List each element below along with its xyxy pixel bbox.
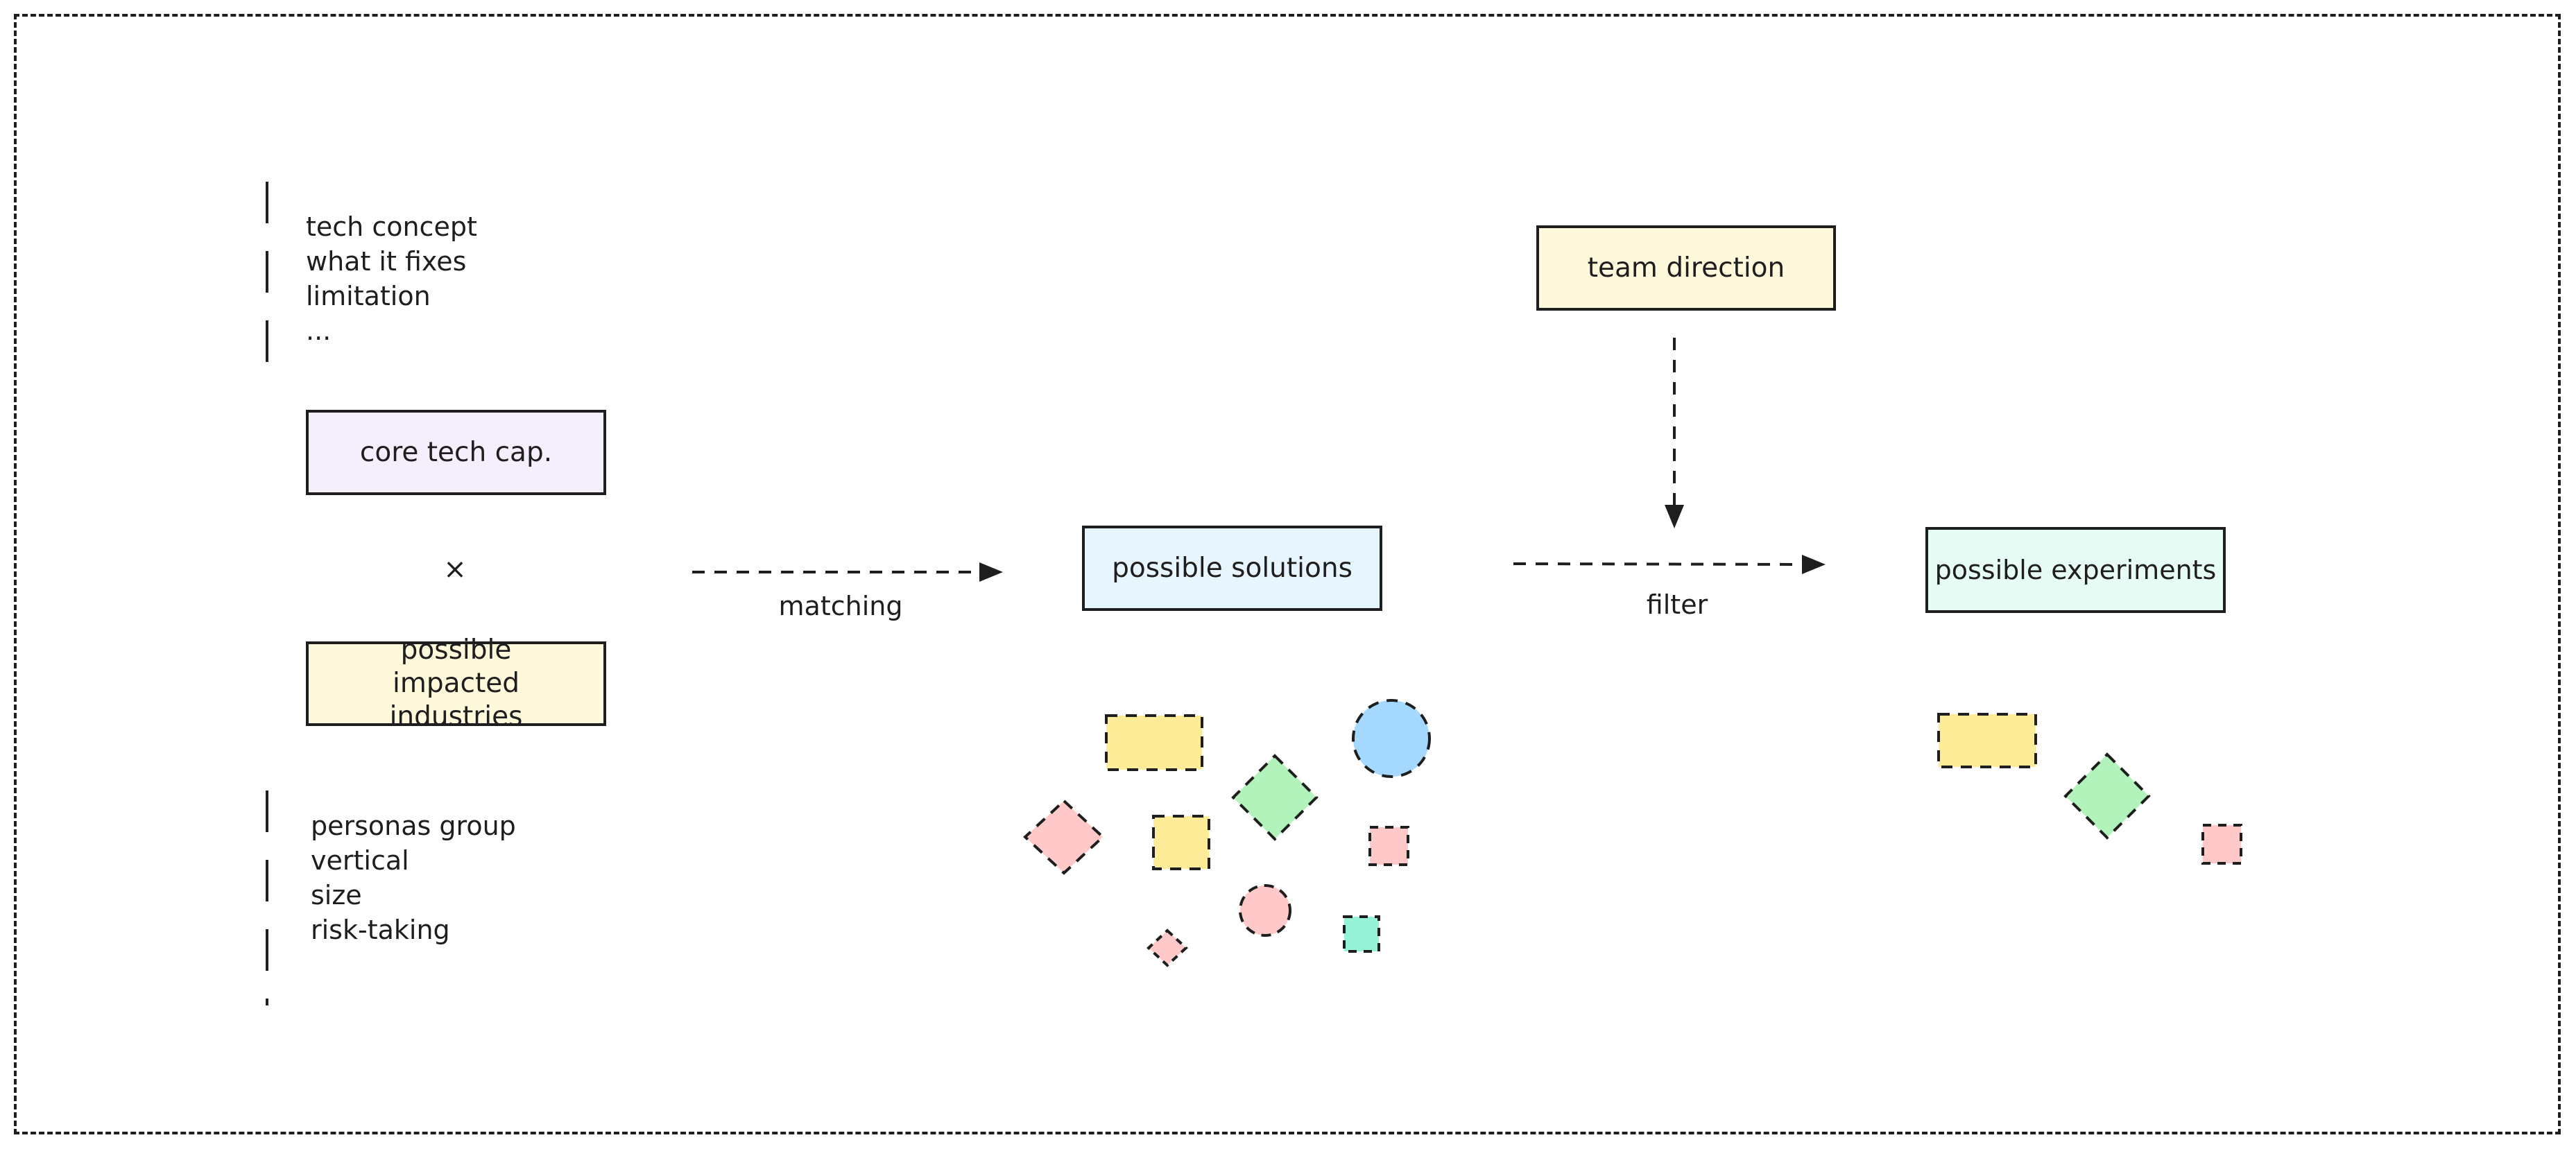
filter-label: filter: [1646, 589, 1708, 620]
solution-shape-pink-circle: [1239, 884, 1291, 937]
solution-shape-green-diamond: [1231, 754, 1319, 841]
impacted-industries-label: possible impacted industries: [389, 634, 523, 732]
solution-shape-pink-square: [1368, 826, 1409, 866]
solution-shape-pink-small-diamond: [1147, 928, 1188, 967]
possible-experiments-box[interactable]: possible experiments: [1925, 527, 2226, 613]
note-line: ...: [306, 316, 332, 346]
notes-bottom: personas group vertical size risk-taking: [311, 809, 516, 947]
note-line: tech concept: [306, 211, 477, 242]
solution-shape-pink-diamond: [1023, 799, 1105, 875]
note-line: what it fixes: [306, 246, 467, 277]
note-line: personas group: [311, 811, 516, 841]
notes-top: tech concept what it fixes limitation ..…: [306, 209, 477, 348]
note-line: vertical: [311, 845, 409, 876]
note-line: limitation: [306, 281, 431, 311]
multiply-symbol: ×: [443, 553, 467, 585]
possible-solutions-box[interactable]: possible solutions: [1082, 526, 1382, 611]
team-direction-box[interactable]: team direction: [1536, 225, 1836, 311]
possible-experiments-label: possible experiments: [1934, 555, 2217, 585]
team-direction-arrowhead: [1665, 505, 1684, 528]
team-direction-label: team direction: [1587, 252, 1785, 284]
core-tech-label: core tech cap.: [359, 436, 553, 468]
core-tech-box[interactable]: core tech cap.: [306, 410, 606, 495]
solution-shape-blue-circle: [1352, 699, 1431, 778]
solution-shape-yellow-square: [1152, 815, 1210, 870]
experiment-shape-pink-square: [2201, 824, 2242, 865]
filter-arrowhead: [1802, 555, 1826, 574]
experiment-shape-green-diamond: [2063, 752, 2151, 840]
experiment-shape-yellow-rect: [1937, 713, 2037, 768]
matching-label: matching: [778, 591, 903, 621]
impacted-industries-box[interactable]: possible impacted industries: [306, 634, 606, 732]
note-line: risk-taking: [311, 915, 450, 945]
outer-frame: [14, 14, 2561, 1134]
note-line: size: [311, 880, 362, 910]
solution-shape-teal-square: [1343, 915, 1380, 953]
possible-solutions-label: possible solutions: [1112, 552, 1353, 584]
matching-arrowhead: [979, 562, 1003, 582]
solution-shape-yellow-rect: [1105, 714, 1203, 771]
